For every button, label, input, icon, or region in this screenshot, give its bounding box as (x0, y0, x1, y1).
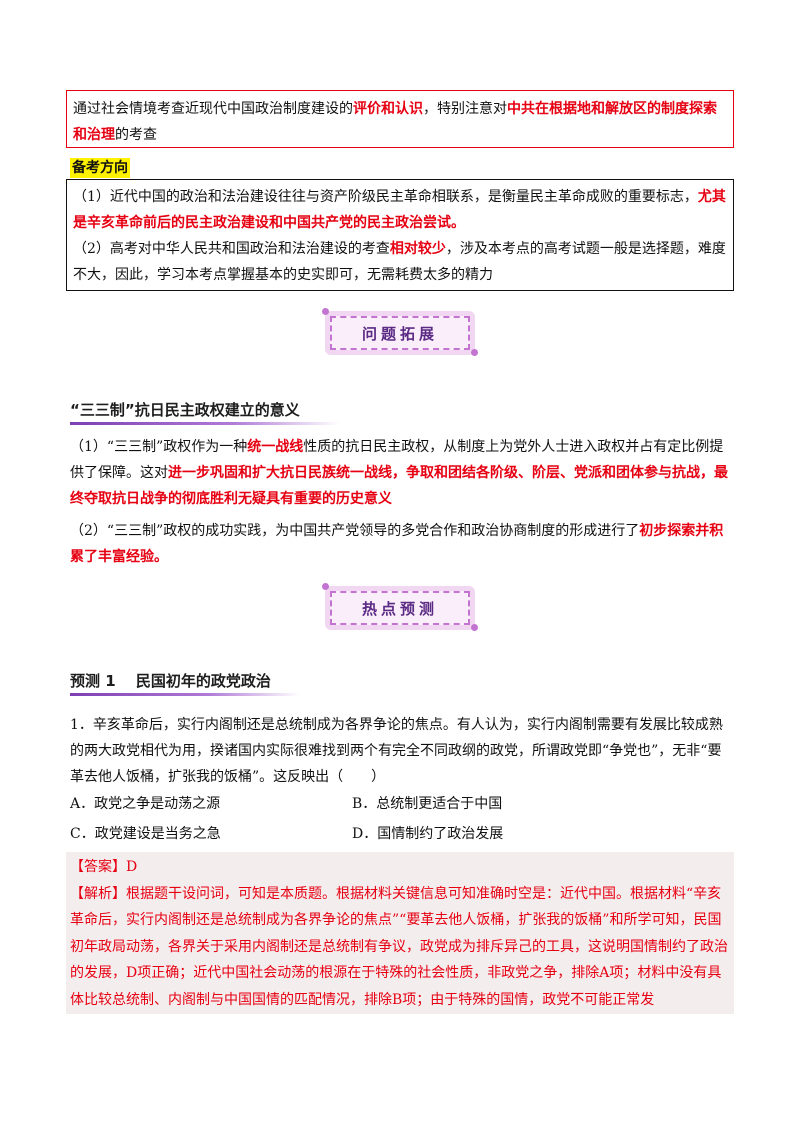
direction-paragraph-1: （1）近代中国的政治和法治建设往往与资产阶级民主革命相联系，是衡量民主革命成败的… (73, 184, 727, 236)
option-b: B．总统制更适合于中国 (352, 796, 503, 812)
exam-focus-text: 的考查 (115, 127, 157, 143)
banner-dot-icon (471, 349, 478, 356)
banner-title: 热点预测 (330, 591, 470, 625)
direction-paragraph-2: （2）高考对中华人民共和国政治和法治建设的考查相对较少，涉及本考点的高考试题一般… (73, 236, 727, 288)
prediction-underline (70, 693, 300, 696)
exam-focus-emphasis: 评价和认识 (353, 101, 423, 117)
section1-paragraph-1: （1）“三三制”政权作为一种统一战线性质的抗日民主政权，从制度上为党外人士进入政… (70, 434, 734, 512)
section-title: “三三制”抗日民主政权建立的意义 (70, 401, 300, 419)
exam-focus-box: 通过社会情境考查近现代中国政治制度建设的评价和认识，特别注意对中共在根据地和解放… (66, 90, 734, 148)
option-c: C．政党建设是当务之急 (70, 826, 221, 842)
analysis-text: 【解析】根据题干设问词，可知是本质题。根据材料关键信息可知准确时空是：近代中国。… (70, 885, 728, 1008)
banner-dot-icon (471, 624, 478, 631)
banner-dot-icon (322, 308, 329, 315)
banner-hot-prediction: 热点预测 (322, 583, 478, 631)
banner-dot-icon (322, 583, 329, 590)
section1-emphasis: 初步探索并积累了丰富经验。 (70, 523, 724, 565)
direction-label: 备考方向 (70, 158, 130, 178)
banner-title: 问题拓展 (330, 316, 470, 350)
direction-text: （2）高考对中华人民共和国政治和法治建设的考查 (73, 241, 390, 257)
option-a: A．政党之争是动荡之源 (70, 796, 221, 812)
answer-line: 【答案】D (70, 859, 138, 875)
option-d: D．国情制约了政治发展 (352, 826, 504, 842)
section1-text: 性质的抗日民主政权，从制度上为党外人士进入政权并占有定比例提供了保障。这对 (70, 439, 724, 481)
section1-paragraph-2: （2）“三三制”政权的成功实践，为中国共产党领导的多党合作和政治协商制度的形成进… (70, 518, 734, 570)
exam-focus-text: ，特别注意对 (423, 101, 507, 117)
section1-emphasis: 统一战线 (247, 439, 304, 455)
answer-block: 【答案】D 【解析】根据题干设问词，可知是本质题。根据材料关键信息可知准确时空是… (66, 852, 734, 1014)
exam-focus-emphasis: 中共在根据地和解放区的制度探索和治理 (73, 101, 717, 143)
direction-text: ，涉及本考点的高考试题一般是选择题，难度不大，因此，学习本考点掌握基本的史实即可… (73, 241, 726, 283)
question-text: 1．辛亥革命后，实行内阁制还是总统制成为各界争论的焦点。有人认为，实行内阁制需要… (70, 717, 723, 785)
section-underline (70, 422, 340, 425)
direction-box: （1）近代中国的政治和法治建设往往与资产阶级民主革命相联系，是衡量民主革命成败的… (66, 179, 734, 291)
direction-emphasis: 尤其是辛亥革命前后的民主政治建设和中国共产党的民主政治尝试。 (73, 189, 726, 231)
section1-emphasis: 进一步巩固和扩大抗日民族统一战线，争取和团结各阶级、阶层、党派和团体参与抗战，最… (70, 465, 728, 507)
direction-emphasis: 相对较少 (389, 241, 446, 257)
section1-text: （2）“三三制”政权的成功实践，为中国共产党领导的多党合作和政治协商制度的形成进… (70, 523, 640, 539)
section1-text: （1）“三三制”政权作为一种 (70, 439, 248, 455)
prediction-title: 预测 1 民国初年的政党政治 (70, 672, 271, 690)
banner-problem-expansion: 问题拓展 (322, 308, 478, 356)
exam-focus-text: 通过社会情境考查近现代中国政治制度建设的 (73, 101, 353, 117)
direction-text: （1）近代中国的政治和法治建设往往与资产阶级民主革命相联系，是衡量民主革命成败的… (73, 189, 698, 205)
